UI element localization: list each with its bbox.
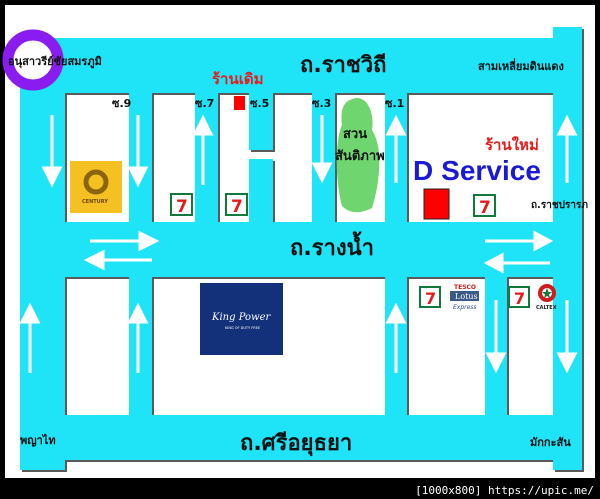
- svg-text:7: 7: [514, 289, 525, 308]
- arrow-up-icon: [385, 302, 407, 373]
- road-soi-9: [129, 93, 152, 415]
- arrow-up-icon: [385, 114, 407, 183]
- new-shop-marker: [423, 188, 450, 220]
- arrow-down-icon: [127, 115, 149, 188]
- monument-circle-icon: [2, 29, 64, 91]
- century-logo: [70, 161, 122, 213]
- road-soi-5-lower: [249, 159, 273, 222]
- svg-text:CALTEX: CALTEX: [536, 305, 557, 311]
- arrow-down-icon: [485, 300, 507, 374]
- place-label-makkasan: มักกะสัน: [530, 436, 571, 449]
- road-label-ratchaprarop: ถ.ราชปรารภ: [531, 199, 588, 211]
- road-label-rajavithi: ถ.ราชวิถี: [300, 53, 386, 78]
- road-soi-5-upper: [249, 93, 273, 150]
- arrow-up-icon: [19, 302, 41, 373]
- road-rang-nam: [20, 222, 582, 277]
- arrow-down-icon: [41, 115, 63, 188]
- arrow-left-icon: [483, 252, 550, 274]
- road-label-rang-nam: ถ.รางน้ำ: [290, 231, 374, 261]
- park-label: สันติภาพ: [335, 149, 385, 164]
- soi-label: ซ.9: [112, 97, 131, 110]
- seven-eleven-icon: 7: [419, 286, 441, 308]
- soi-label: ซ.1: [385, 97, 404, 110]
- road-label-sri-ayutthaya: ถ.ศรีอยุธยา: [240, 431, 352, 457]
- seven-eleven-icon: 7: [473, 194, 496, 218]
- old-shop-marker: [234, 96, 245, 110]
- monument-label: อนุสาวรีย์ชัยสมรภูมิ: [8, 55, 102, 69]
- road-soi-7: [195, 93, 218, 222]
- svg-text:Lotus: Lotus: [455, 292, 478, 301]
- svg-text:7: 7: [231, 197, 243, 217]
- arrow-left-icon: [83, 249, 152, 271]
- caltex-logo: CALTEX: [536, 284, 557, 311]
- svg-text:7: 7: [425, 289, 436, 308]
- arrow-right-icon: [90, 230, 160, 252]
- arrow-down-icon: [311, 115, 333, 184]
- arrow-up-icon: [556, 114, 578, 183]
- place-label-phaya-thai: พญาไท: [20, 433, 56, 447]
- century-c-icon: [83, 169, 109, 195]
- svg-text:Express: Express: [453, 304, 477, 311]
- park-tree-icon: [336, 98, 380, 213]
- svg-text:7: 7: [176, 197, 188, 217]
- tesco-lotus-logo: TESCO Lotus Express: [450, 284, 479, 311]
- old-shop-label: ร้านเดิม: [212, 70, 264, 88]
- park-label: สวน: [343, 127, 367, 142]
- brand-name: D Service: [413, 155, 541, 186]
- seven-eleven-icon: 7: [508, 286, 530, 308]
- soi-label: ซ.5: [250, 97, 269, 110]
- arrow-up-icon: [127, 302, 149, 373]
- seven-eleven-icon: 7: [225, 193, 248, 217]
- road-sri-ayutthaya: [20, 415, 582, 460]
- soi-label: ซ.7: [195, 97, 214, 110]
- svg-text:TESCO: TESCO: [454, 284, 476, 291]
- new-shop-label: ร้านใหม่: [485, 136, 539, 154]
- soi-label: ซ.3: [312, 97, 331, 110]
- road-soi-1: [385, 93, 407, 415]
- century-label: CENTURY: [82, 199, 108, 205]
- place-label-din-daeng: สามเหลี่ยมดินแดง: [478, 58, 564, 73]
- svg-text:King Power: King Power: [211, 312, 272, 323]
- arrow-up-icon: [192, 114, 214, 185]
- arrow-down-icon: [556, 300, 578, 374]
- svg-text:7: 7: [479, 198, 491, 218]
- traffic-arrows: [19, 114, 578, 374]
- svg-text:KING OF DUTY FREE: KING OF DUTY FREE: [225, 326, 260, 330]
- seven-eleven-icon: 7: [170, 193, 193, 217]
- watermark: [1000x800] https://upic.me/: [415, 484, 594, 497]
- road-rajavithi: [20, 38, 582, 93]
- road-network: [20, 27, 582, 470]
- king-power-logo: King Power KING OF DUTY FREE: [200, 283, 283, 355]
- arrow-right-icon: [485, 230, 554, 252]
